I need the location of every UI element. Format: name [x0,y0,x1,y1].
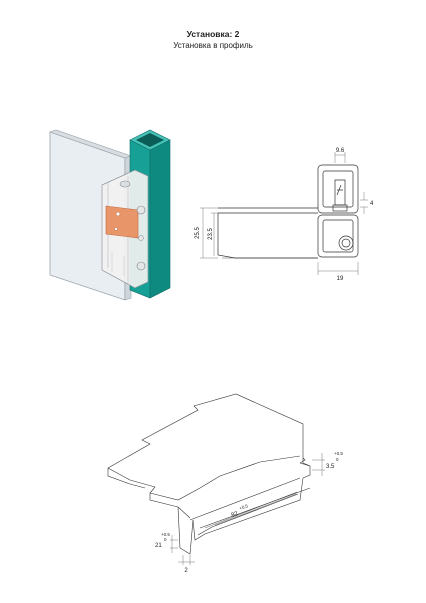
dim-thickness: 2 [184,568,188,574]
dim-height-outer: 25.5 [195,227,201,239]
dim-depth-tol-minus: 0 [336,457,339,462]
dim-offset-tol-minus: 0 [164,537,167,542]
profile-section-drawing [200,152,368,275]
dim-offset: 21 [155,543,162,549]
screw-bottom [136,261,146,271]
dim-width-top: 9.6 [336,148,345,154]
dim-length-tol: +0.5 [239,503,250,511]
dim-length: 82 [231,511,240,519]
dim-gap: 4 [370,201,374,207]
dim-offset-tol-plus: +0.5 [161,532,170,537]
hinge-orange-sleeve [105,205,139,239]
groove-drawing [107,393,325,565]
page-subtitle: Установка в профиль [173,41,253,50]
dim-height-inner: 23.5 [208,228,214,240]
hinge-illustration [49,129,171,301]
dim-width-bottom: 19 [337,276,344,282]
screw-top [136,205,146,215]
page-title: Установка: 2 [186,29,240,39]
dim-depth-tol-plus: +0.5 [334,451,343,456]
dim-depth: 3.5 [326,464,335,470]
teal-profile-side [149,139,171,299]
